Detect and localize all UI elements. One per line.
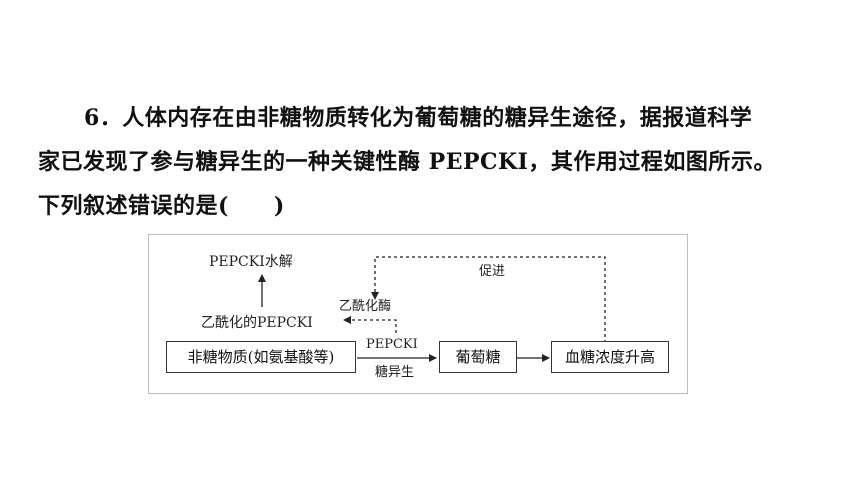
node-glucose: 葡萄糖	[439, 341, 517, 373]
question-text: 6．人体内存在由非糖物质转化为葡萄糖的糖异生途径，据报道科学 家已发现了参与糖异…	[38, 96, 828, 228]
node-blood-sugar: 血糖浓度升高	[551, 341, 669, 373]
label-acetylated-pepcki: 乙酰化的PEPCKI	[201, 315, 313, 331]
question-line-1: 6．人体内存在由非糖物质转化为葡萄糖的糖异生途径，据报道科学	[84, 105, 753, 131]
arrow-acetylase	[343, 316, 397, 333]
arrow-promote	[371, 256, 606, 343]
label-gluconeogenesis: 糖异生	[375, 365, 415, 380]
label-acetylase: 乙酰化酶	[339, 299, 392, 314]
diagram-arrows	[258, 256, 606, 362]
pathway-diagram: PEPCKI水解 促进 乙酰化酶 乙酰化的PEPCKI PEPCKI 糖异生 非…	[148, 234, 688, 394]
label-pepcki: PEPCKI	[366, 337, 418, 352]
question-line-2: 家已发现了参与糖异生的一种关键性酶 PEPCKI，其作用过程如图所示。	[38, 149, 776, 175]
question-line-3: 下列叙述错误的是( )	[38, 193, 285, 219]
node-nonsugar: 非糖物质(如氨基酸等)	[166, 341, 356, 373]
label-promote: 促进	[479, 264, 506, 279]
label-hydrolysis: PEPCKI水解	[209, 254, 293, 270]
